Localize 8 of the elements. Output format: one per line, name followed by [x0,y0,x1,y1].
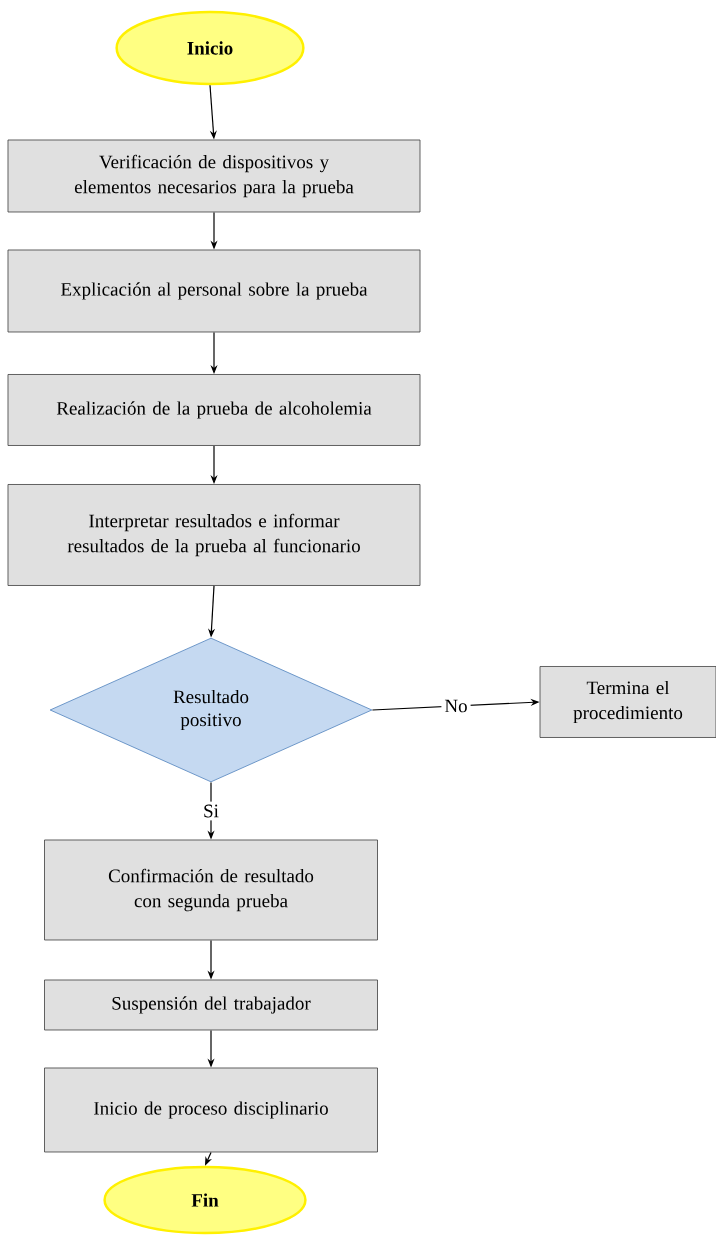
process-box: Confirmación de resultado con segunda prueba [44,839,378,941]
process-box: Inicio de proceso disciplinario [44,1067,378,1153]
process-box: Termina el procedimiento [539,666,716,738]
process-box: Realización de la prueba de alcoholemia [7,374,421,446]
process-box: Suspensión del trabajador [44,979,378,1031]
process-box: Verificación de dispositivos y elementos necesarios para la prueba [7,139,421,213]
process-box: Explicación al personal sobre la prueba [7,249,421,333]
process-box: Interpretar resultados e informar resultados de la prueba al funcionario [7,484,421,586]
